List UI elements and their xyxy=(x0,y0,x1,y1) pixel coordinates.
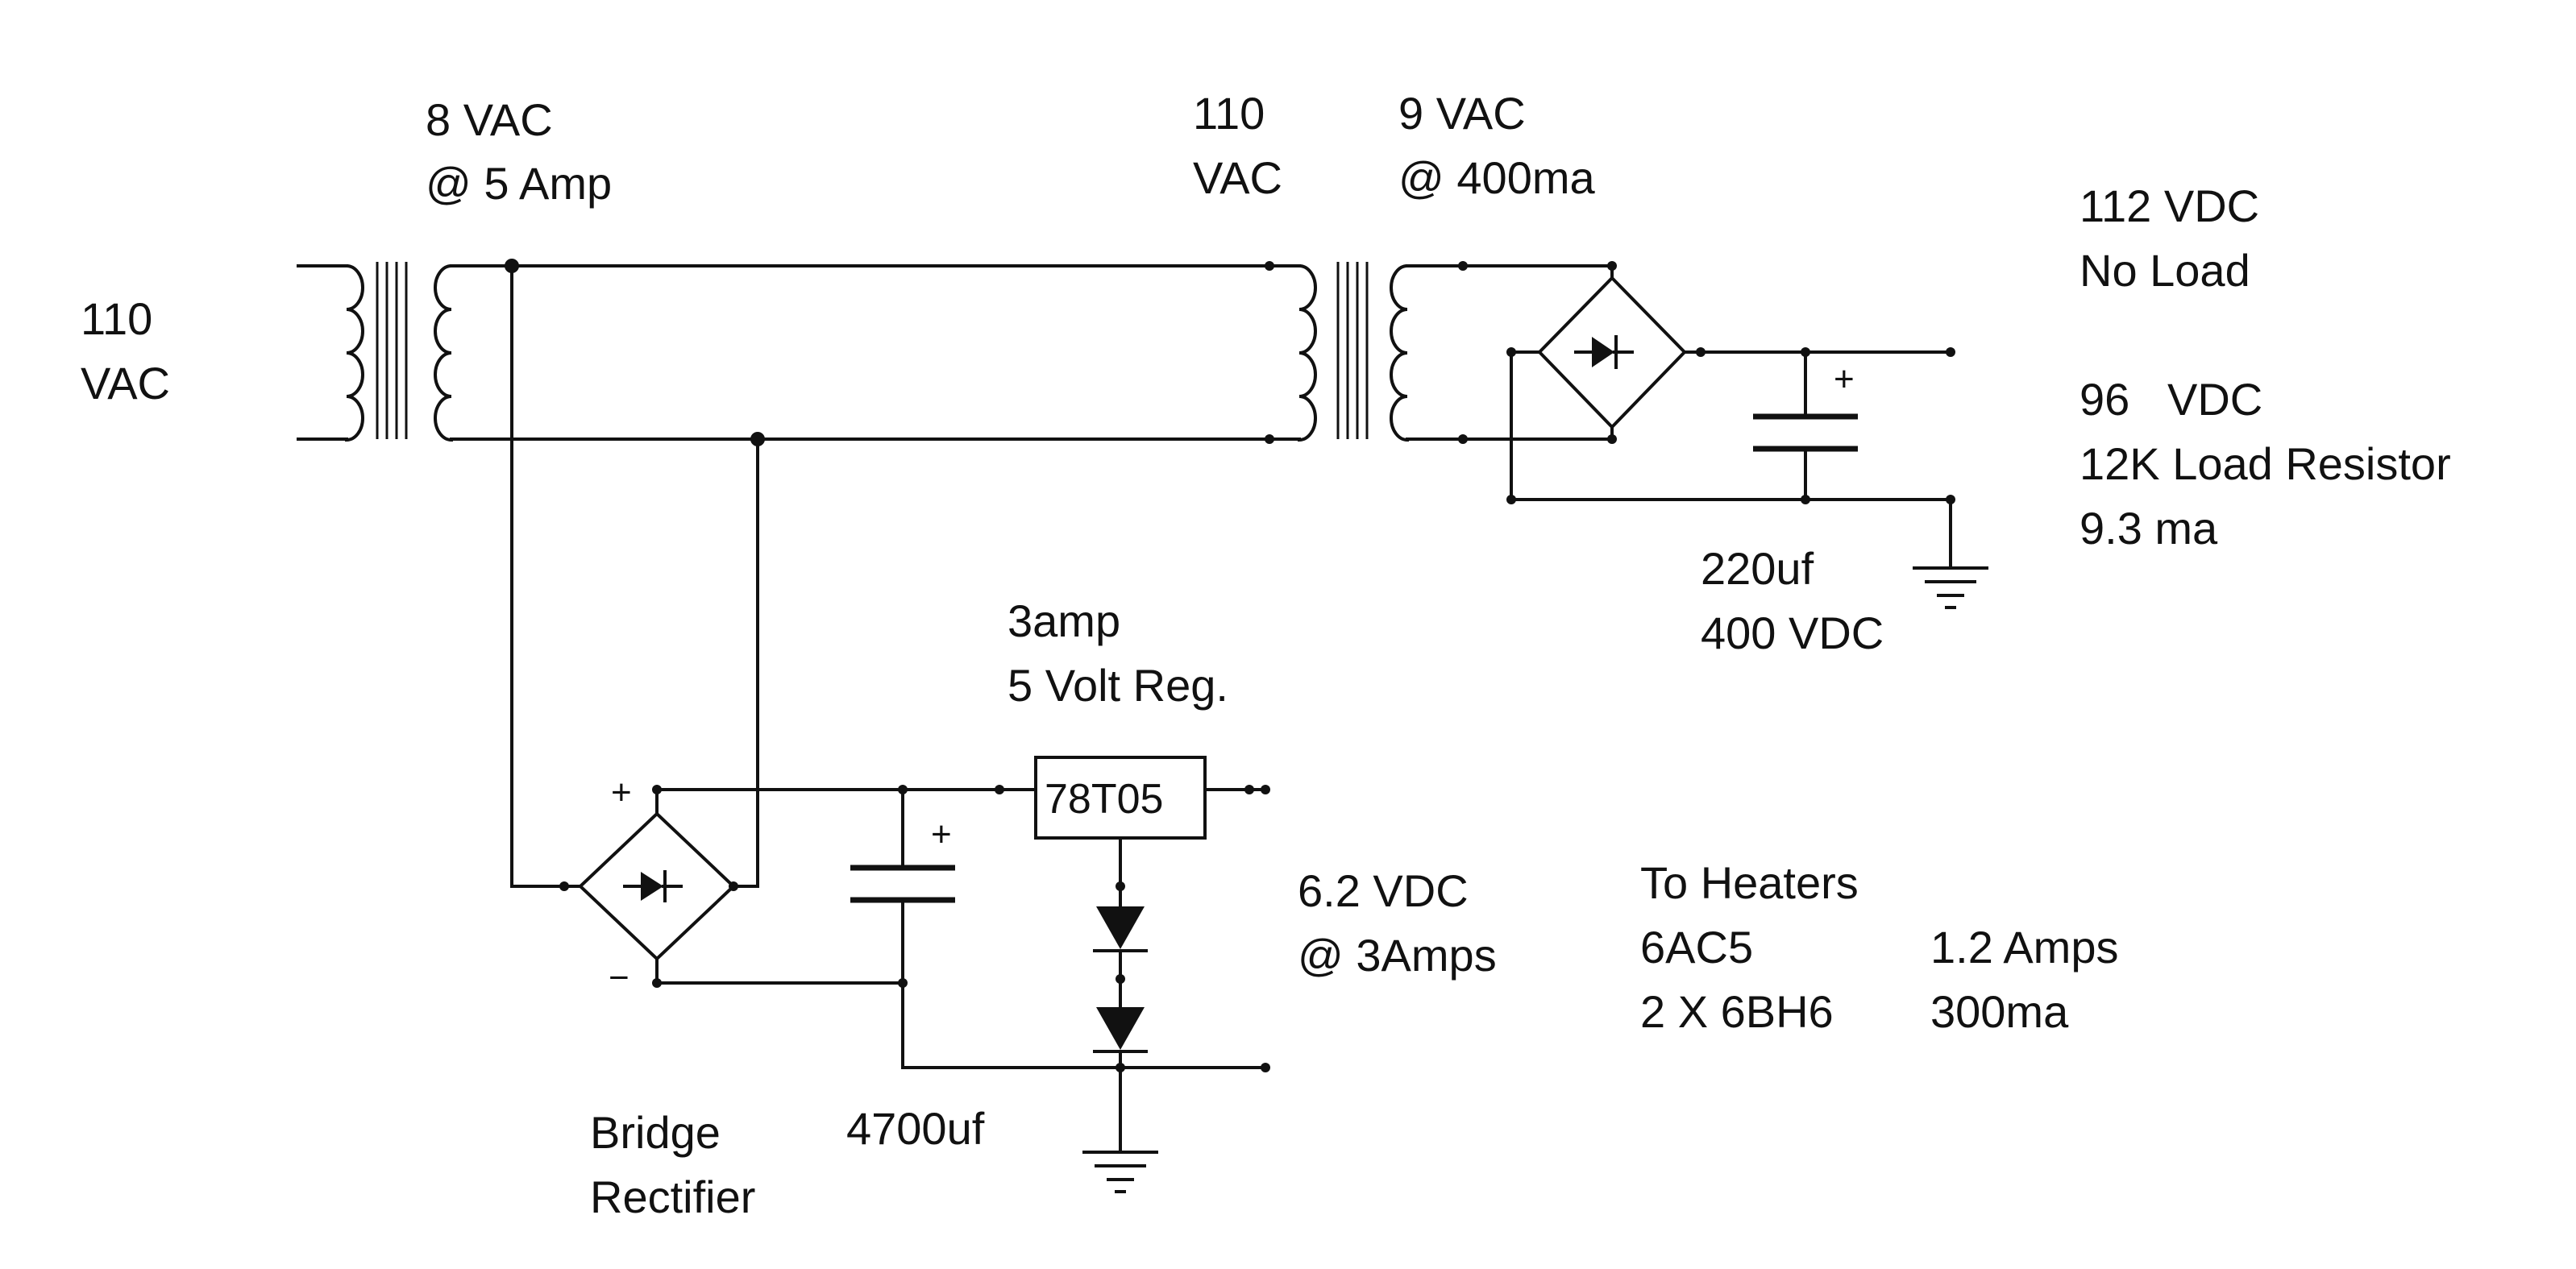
transformer-t2 xyxy=(1268,261,1468,444)
hv-ground-icon xyxy=(1913,566,1988,609)
t1-secondary-label-line2: @ 5 Amp xyxy=(426,158,612,209)
output-label-line2: @ 3Amps xyxy=(1298,930,1497,981)
t1-primary-coil xyxy=(344,263,364,442)
hv-cap-label-line1: 220uf xyxy=(1701,543,1814,594)
load-label-line2: 12K Load Resistor xyxy=(2079,438,2451,489)
lv-cap-label: 4700uf xyxy=(846,1103,985,1154)
lv-bridge-diode-icon xyxy=(641,872,663,901)
bridge-label-line2: Rectifier xyxy=(590,1172,755,1222)
bridge-label-line1: Bridge xyxy=(590,1107,721,1158)
t2-secondary-label-line2: @ 400ma xyxy=(1398,152,1595,203)
t2-primary-coil xyxy=(1297,263,1317,442)
hv-bridge-diode-icon xyxy=(1592,337,1614,367)
regulator-note-line2: 5 Volt Reg. xyxy=(1008,660,1228,711)
load-label-line1: 96 VDC xyxy=(2079,374,2262,425)
heaters-title: To Heaters xyxy=(1640,857,1859,908)
regulator-diode-2-icon xyxy=(1096,1007,1145,1050)
output-label-line1: 6.2 VDC xyxy=(1298,865,1469,916)
load-label-line3: 9.3 ma xyxy=(2079,503,2218,554)
regulator-part-label: 78T05 xyxy=(1045,776,1163,823)
t1-secondary-label-line1: 8 VAC xyxy=(426,94,553,145)
heater2-current: 300ma xyxy=(1930,986,2069,1037)
lv-regulator-section xyxy=(655,756,1270,1193)
hv-cap-label-line2: 400 VDC xyxy=(1701,608,1884,658)
hv-filter-output xyxy=(1506,347,1988,609)
heater2-tube: 2 X 6BH6 xyxy=(1640,986,1834,1037)
lv-bridge-plus-sign: + xyxy=(611,773,632,812)
t2-primary-label-line2: VAC xyxy=(1193,152,1282,203)
input-voltage-label-line2: VAC xyxy=(81,358,170,408)
t2-secondary-label-line1: 9 VAC xyxy=(1398,88,1526,139)
input-voltage-label-line1: 110 xyxy=(81,293,152,344)
t1-secondary-coil xyxy=(434,263,454,442)
transformer-t1 xyxy=(297,262,509,442)
no-load-label-line1: 112 VDC xyxy=(2079,180,2259,231)
regulator-diode-1-icon xyxy=(1096,906,1145,949)
ac-bus-wires xyxy=(482,259,1274,888)
hv-bridge-rectifier xyxy=(1461,261,1807,501)
lv-ground-icon xyxy=(1082,1151,1158,1193)
t2-primary-label-line1: 110 xyxy=(1193,88,1265,139)
lv-cap-plus-sign: + xyxy=(931,815,952,854)
t2-secondary-coil xyxy=(1390,263,1410,442)
regulator-note-line1: 3amp xyxy=(1008,595,1120,646)
lv-filter-capacitor xyxy=(850,865,955,903)
lv-bridge-minus-sign: − xyxy=(609,958,629,997)
heater1-current: 1.2 Amps xyxy=(1930,922,2118,972)
lv-bridge-rectifier xyxy=(559,785,738,988)
no-load-label-line2: No Load xyxy=(2079,245,2250,296)
hv-cap-plus-sign: + xyxy=(1834,359,1855,399)
hv-filter-capacitor xyxy=(1753,413,1858,452)
heater1-tube: 6AC5 xyxy=(1640,922,1753,972)
